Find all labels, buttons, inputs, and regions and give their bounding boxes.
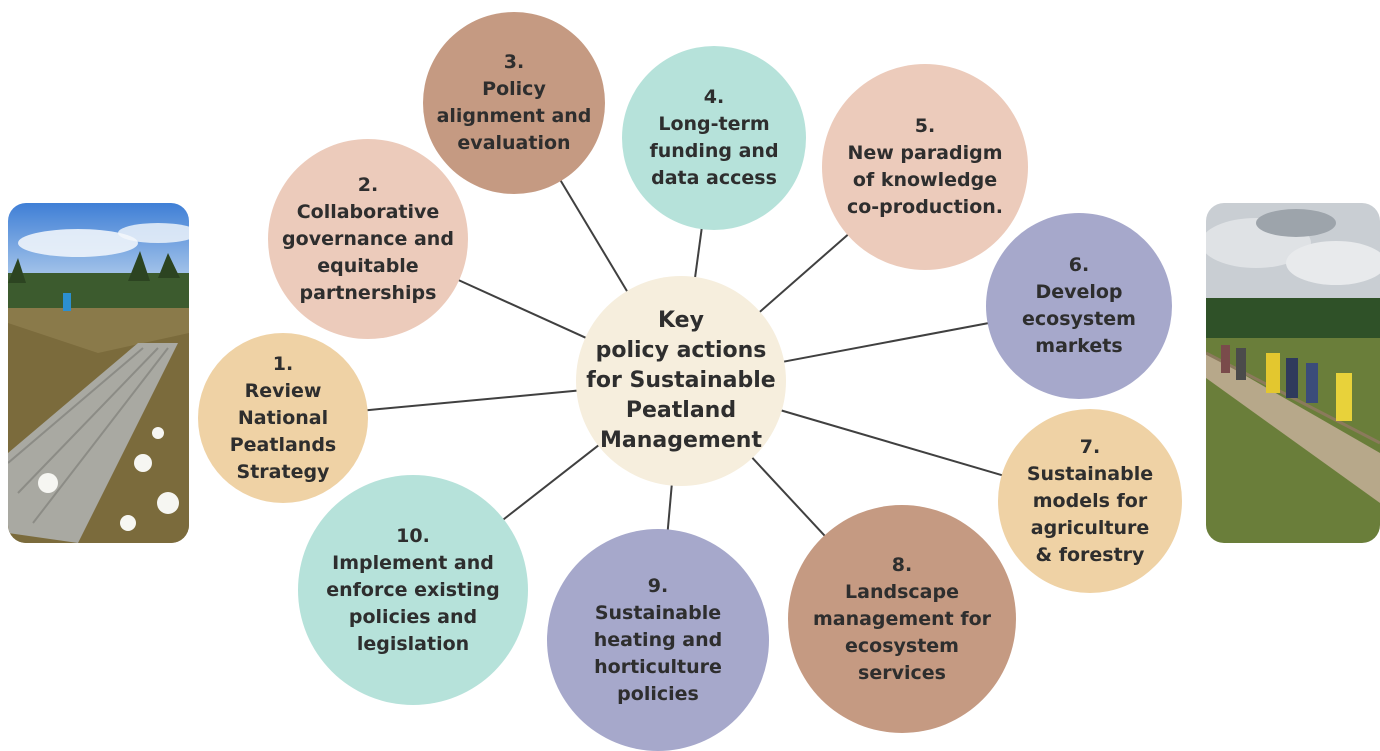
connector-line-8: [750, 455, 827, 538]
policy-action-8: 8. Landscape management for ecosystem ser…: [788, 505, 1016, 733]
action-text: Develop ecosystem markets: [1022, 281, 1136, 357]
group-walking-boardwalk-photo: [1206, 203, 1380, 543]
connector-line-2: [456, 278, 588, 340]
policy-action-7: 7. Sustainable models for agriculture & f…: [998, 409, 1182, 593]
action-number: 9.: [647, 574, 669, 597]
bog-boardwalk-cotton-grass-photo: [8, 203, 189, 543]
connector-line-5: [757, 232, 850, 314]
policy-action-10: 10. Implement and enforce existing polici…: [298, 475, 528, 705]
action-number: 3.: [503, 51, 525, 73]
connector-line-6: [782, 321, 990, 363]
action-number: 5.: [914, 115, 936, 137]
policy-action-9: 9. Sustainable heating and horticulture p…: [547, 529, 769, 751]
connector-line-7: [779, 409, 1004, 477]
policy-action-4: 4. Long-term funding and data access: [622, 46, 806, 230]
action-text: Landscape management for ecosystem servi…: [812, 580, 992, 684]
policy-action-1: 1. Review National Peatlands Strategy: [198, 333, 368, 503]
policy-action-2: 2. Collaborative governance and equitable…: [268, 139, 468, 339]
action-number: 7.: [1079, 435, 1101, 458]
policy-action-6: 6. Develop ecosystem markets: [986, 213, 1172, 399]
center-hub: Key policy actions for Sustainable Peatl…: [576, 276, 786, 486]
action-number: 8.: [891, 553, 913, 576]
action-number: 1.: [272, 352, 294, 375]
policy-action-5: 5. New paradigm of knowledge co-productio…: [822, 64, 1028, 270]
action-number: 2.: [357, 173, 379, 196]
action-text: Implement and enforce existing policies …: [326, 551, 500, 655]
action-text: Collaborative governance and equitable p…: [282, 200, 454, 304]
action-number: 10.: [396, 524, 430, 547]
action-text: Sustainable heating and horticulture pol…: [593, 601, 723, 705]
center-title: Key policy actions for Sustainable Peatl…: [586, 308, 776, 453]
action-text: Policy alignment and evaluation: [436, 78, 592, 154]
action-number: 4.: [703, 86, 725, 108]
action-text: New paradigm of knowledge co-production.: [846, 142, 1003, 218]
action-number: 6.: [1068, 254, 1090, 276]
action-text: Sustainable models for agriculture & for…: [1026, 462, 1154, 566]
connector-line-10: [501, 443, 601, 522]
connector-line-1: [365, 389, 579, 412]
policy-action-3: 3. Policy alignment and evaluation: [423, 12, 605, 194]
connector-line-3: [558, 178, 629, 294]
connector-line-4: [693, 227, 703, 280]
connector-line-9: [666, 483, 673, 532]
action-text: Review National Peatlands Strategy: [229, 379, 337, 483]
action-text: Long-term funding and data access: [649, 113, 779, 189]
